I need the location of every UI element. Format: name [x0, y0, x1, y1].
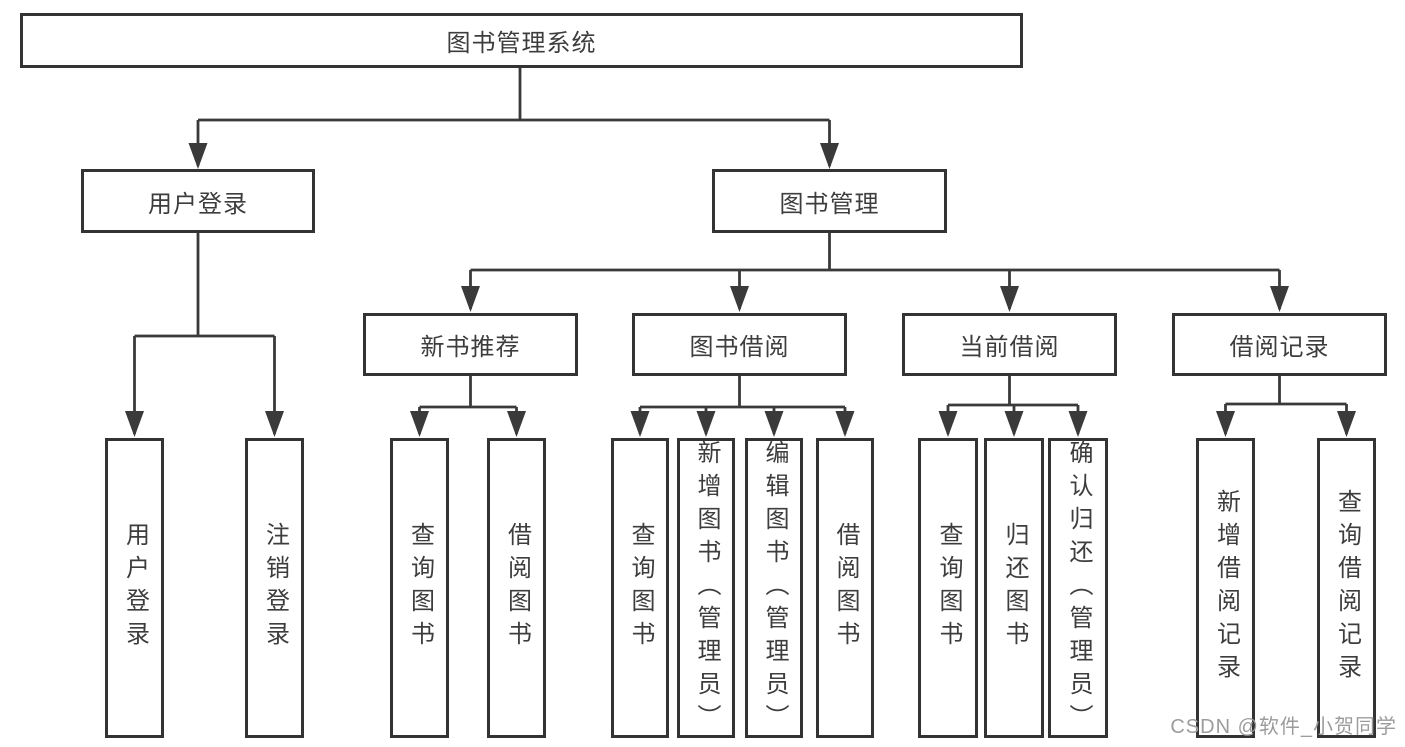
node-book-borrowing: 图书借阅: [632, 313, 847, 376]
node-borrowing-records: 借阅记录: [1172, 313, 1387, 376]
leaf-borrow-books-recommend: 借阅图书: [487, 438, 546, 738]
node-current-borrowing: 当前借阅: [902, 313, 1117, 376]
leaf-borrow-books-recommend-label: 借阅图书: [503, 522, 531, 654]
leaf-query-books-current-label: 查询图书: [935, 522, 962, 654]
node-library-system: 图书管理系统: [20, 13, 1023, 68]
leaf-add-borrow-record-label: 新增借阅记录: [1212, 489, 1240, 687]
node-book-management: 图书管理: [712, 169, 947, 233]
leaf-query-borrow-record: 查询借阅记录: [1317, 438, 1376, 738]
leaf-edit-books-admin: 编辑图书（管理员）: [745, 438, 803, 738]
leaf-add-books-admin: 新增图书（管理员）: [677, 438, 735, 738]
leaf-borrow-books-borrowing-label: 借阅图书: [832, 522, 859, 654]
leaf-query-books-borrowing-label: 查询图书: [627, 522, 654, 654]
node-new-book-recommendation: 新书推荐: [363, 313, 578, 376]
leaf-return-books-label: 归还图书: [1001, 522, 1028, 654]
leaf-add-borrow-record: 新增借阅记录: [1196, 438, 1255, 738]
leaf-confirm-return-admin-label: 确认归还（管理员）: [1065, 439, 1092, 737]
leaf-user-login: 用户登录: [105, 438, 164, 738]
leaf-borrow-books-borrowing: 借阅图书: [816, 438, 874, 738]
leaf-edit-books-admin-label: 编辑图书（管理员）: [761, 439, 788, 737]
leaf-user-login-label: 用户登录: [121, 522, 149, 654]
csdn-watermark: CSDN @软件_小贺同学: [1170, 716, 1397, 738]
leaf-query-books-recommend-label: 查询图书: [406, 522, 434, 654]
leaf-logout-login-label: 注销登录: [261, 522, 289, 654]
leaf-add-books-admin-label: 新增图书（管理员）: [693, 439, 720, 737]
leaf-query-books-recommend: 查询图书: [390, 438, 449, 738]
node-user-login: 用户登录: [81, 169, 315, 233]
leaf-return-books: 归还图书: [984, 438, 1044, 738]
leaf-query-borrow-record-label: 查询借阅记录: [1333, 489, 1361, 687]
leaf-logout-login: 注销登录: [245, 438, 304, 738]
leaf-query-books-borrowing: 查询图书: [611, 438, 669, 738]
leaf-confirm-return-admin: 确认归还（管理员）: [1048, 438, 1108, 738]
leaf-query-books-current: 查询图书: [918, 438, 978, 738]
